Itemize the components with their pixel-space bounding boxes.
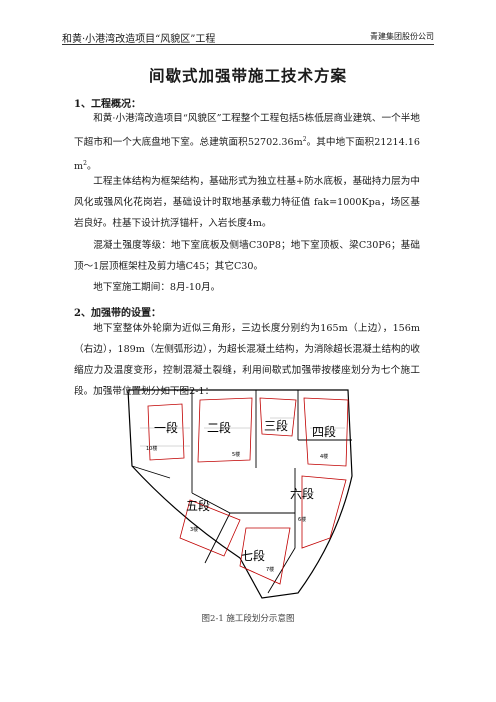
header-project-name: 和黄·小港湾改造项目“风貌区”工程 [62,34,216,45]
segment-division-figure: 一段 二段 三段 四段 五段 六段 七段 10楼 5楼 4楼 6楼 3楼 7楼 [127,389,353,599]
building-label-3: 3楼 [190,526,198,533]
segment-label-4: 四段 [312,424,336,439]
segment-label-1: 一段 [154,420,178,435]
section-1-paragraph-1: 和黄·小港湾改造项目“风貌区”工程整个工程包括5栋低层商业建筑、一个半地下超市和… [74,108,420,177]
segment-label-7: 七段 [241,548,265,563]
section-1-paragraph-4: 地下室施工期间：8月-10月。 [93,282,221,293]
section-1-heading: 1、工程概况： [74,99,141,110]
building-outlines [147,397,349,585]
building-label-4: 4楼 [320,453,328,460]
building-label-10: 10楼 [146,445,157,452]
reinforcement-band-lines [131,390,352,594]
header-company-name: 青建集团股份公司 [370,32,434,41]
paragraph-text: 和黄·小港湾改造项目“风貌区”工程整个工程包括5栋低层商业建筑、一个半地下超市和… [74,113,420,149]
superscript: 2 [83,160,87,168]
building-label-7: 7楼 [266,566,274,573]
section-1-paragraph-2: 工程主体结构为框架结构，基础形式为独立柱基+防水底板，基础持力层为中风化或强风化… [74,176,420,229]
section-2-heading: 2、加强带的设置： [74,308,161,319]
section-1-paragraph-3: 混凝土强度等级：地下室底板及侧墙C30P8；地下室顶板、梁C30P6；基础顶～1… [74,240,420,272]
paragraph-text: 。 [86,161,97,173]
segment-label-3: 三段 [264,418,288,433]
paragraph-text: 。其中地下面积21214.16 m [74,137,420,173]
figure-caption: 图2-1 施工段划分示意图 [201,614,295,624]
segment-label-2: 二段 [207,420,231,435]
segment-label-5: 五段 [186,498,210,513]
page-header: 和黄·小港湾改造项目“风貌区”工程 青建集团股份公司 [62,28,434,45]
basement-outline [127,389,353,599]
building-label-6: 6楼 [298,516,306,523]
document-title: 间歇式加强带施工技术方案 [148,66,347,85]
section-2-paragraph-1: 地下室整体外轮廓为近似三角形，三边长度分别约为165m（上边），156m（右边）… [74,323,420,397]
segment-label-6: 六段 [290,486,314,501]
building-label-5: 5楼 [232,451,240,458]
superscript: 2 [302,136,307,143]
grid-lines [140,417,345,447]
